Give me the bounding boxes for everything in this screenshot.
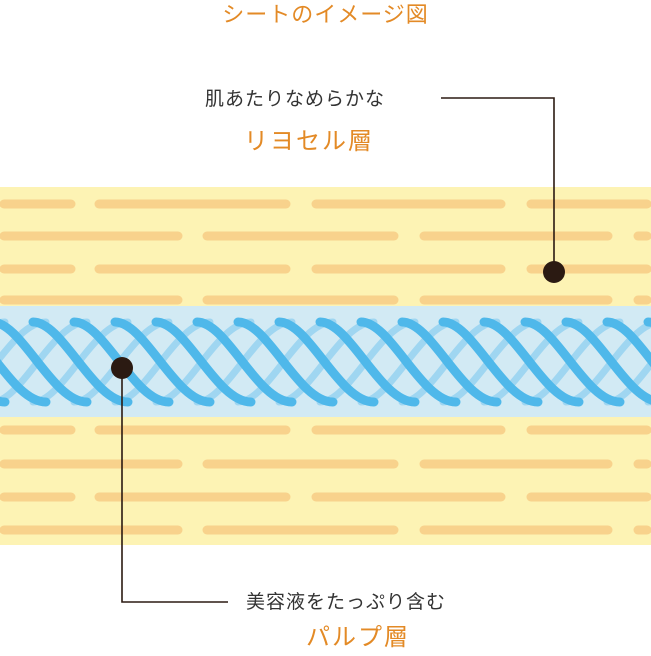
top-leader-line bbox=[441, 97, 555, 272]
pulp-layer-marker bbox=[111, 357, 133, 379]
pulp-fibers bbox=[0, 317, 651, 407]
pulp-fiber bbox=[520, 317, 625, 407]
pulp-fiber bbox=[397, 317, 502, 407]
pulp-fiber bbox=[602, 317, 651, 368]
pulp-fiber bbox=[0, 358, 51, 407]
pulp-fiber bbox=[0, 319, 92, 407]
pulp-fiber bbox=[110, 317, 215, 407]
lyocell-layer-marker bbox=[543, 261, 565, 283]
pulp-fiber bbox=[438, 317, 543, 407]
pulp-layer-label: パルプ層 bbox=[306, 623, 410, 651]
bottom-leader-line bbox=[121, 368, 228, 603]
pulp-description: 美容液をたっぷり含む bbox=[246, 591, 447, 613]
pulp-fiber bbox=[151, 317, 256, 407]
pulp-fiber bbox=[315, 317, 420, 407]
pulp-fiber bbox=[28, 317, 133, 407]
pulp-fiber bbox=[274, 317, 379, 407]
lyocell-layer-label: リヨセル層 bbox=[244, 127, 374, 155]
leader-lines bbox=[121, 97, 555, 603]
lyocell-fibers bbox=[0, 199, 651, 535]
pulp-fiber bbox=[356, 317, 461, 407]
pulp-fiber bbox=[233, 317, 338, 407]
pulp-fiber bbox=[192, 317, 297, 407]
lyocell-description: 肌あたりなめらかな bbox=[205, 88, 386, 110]
diagram-title: シートのイメージ図 bbox=[222, 3, 429, 28]
pulp-fiber bbox=[479, 317, 584, 407]
pulp-fiber bbox=[561, 317, 651, 405]
